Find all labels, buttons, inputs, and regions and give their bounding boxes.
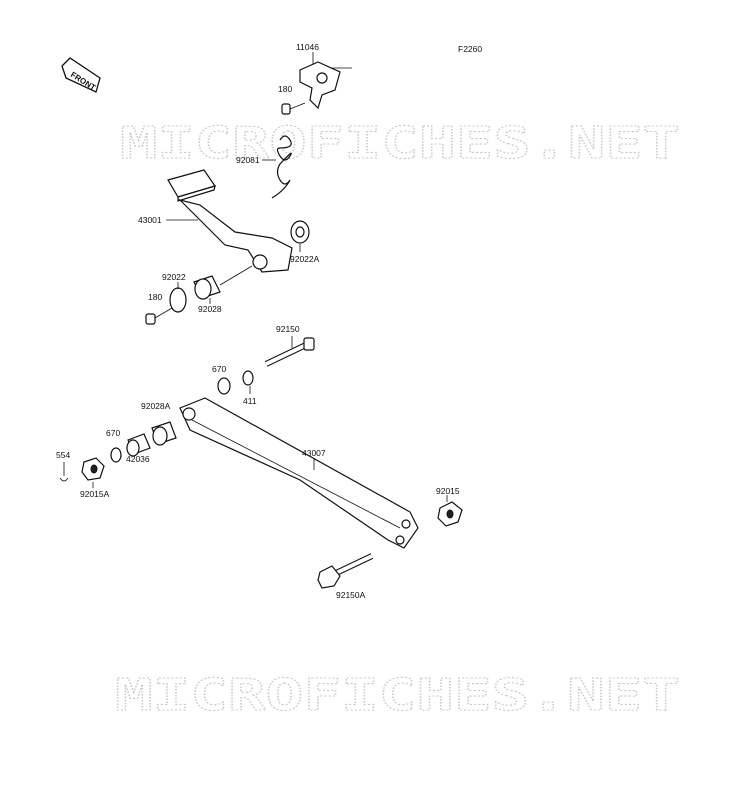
bolt-part-top: [281, 102, 306, 115]
watermark-top: MICROFICHES.NET: [120, 118, 680, 169]
bolt-part-left: [145, 307, 173, 325]
label-42036: 42036: [126, 454, 150, 464]
spring-part: [271, 135, 292, 199]
label-180-left: 180: [148, 292, 162, 302]
watermark-bottom: MICROFICHES.NET: [115, 670, 680, 721]
label-11046: 11046: [296, 42, 319, 52]
label-92150: 92150: [276, 324, 300, 334]
label-92015A: 92015A: [80, 489, 110, 499]
cotter-pin-554: [59, 462, 69, 482]
pivot-bolt-92150: [264, 337, 315, 367]
washer-670-top: [217, 377, 231, 395]
label-92081: 92081: [236, 155, 260, 165]
ring-411: [242, 370, 254, 386]
label-92150A: 92150A: [336, 590, 366, 600]
label-411: 411: [243, 396, 257, 406]
front-arrow-icon: FRONT: [61, 57, 101, 93]
label-670-left: 670: [106, 428, 120, 438]
washer-670-left: [110, 447, 122, 463]
label-92028A: 92028A: [141, 401, 171, 411]
figure-code: F2260: [458, 44, 482, 54]
washer-92022: [169, 287, 187, 313]
bolt-92150A: [317, 553, 374, 589]
collar-92028A: [151, 421, 177, 446]
label-92015: 92015: [436, 486, 460, 496]
label-92022: 92022: [162, 272, 186, 282]
nut-92015A: [81, 457, 105, 481]
label-670-top: 670: [212, 364, 226, 374]
washer-92022A: [290, 220, 310, 244]
label-92028: 92028: [198, 304, 222, 314]
label-43001: 43001: [138, 215, 162, 225]
collar-42036: [126, 433, 151, 457]
label-43007: 43007: [302, 448, 326, 458]
label-180-top: 180: [278, 84, 292, 94]
bracket-part: [299, 61, 352, 110]
collar-92028: [193, 265, 253, 300]
nut-92015: [437, 501, 463, 527]
label-92022A: 92022A: [290, 254, 320, 264]
brake-pedal-part: [167, 169, 293, 273]
brake-rod-43007: [179, 397, 419, 549]
label-554: 554: [56, 450, 70, 460]
